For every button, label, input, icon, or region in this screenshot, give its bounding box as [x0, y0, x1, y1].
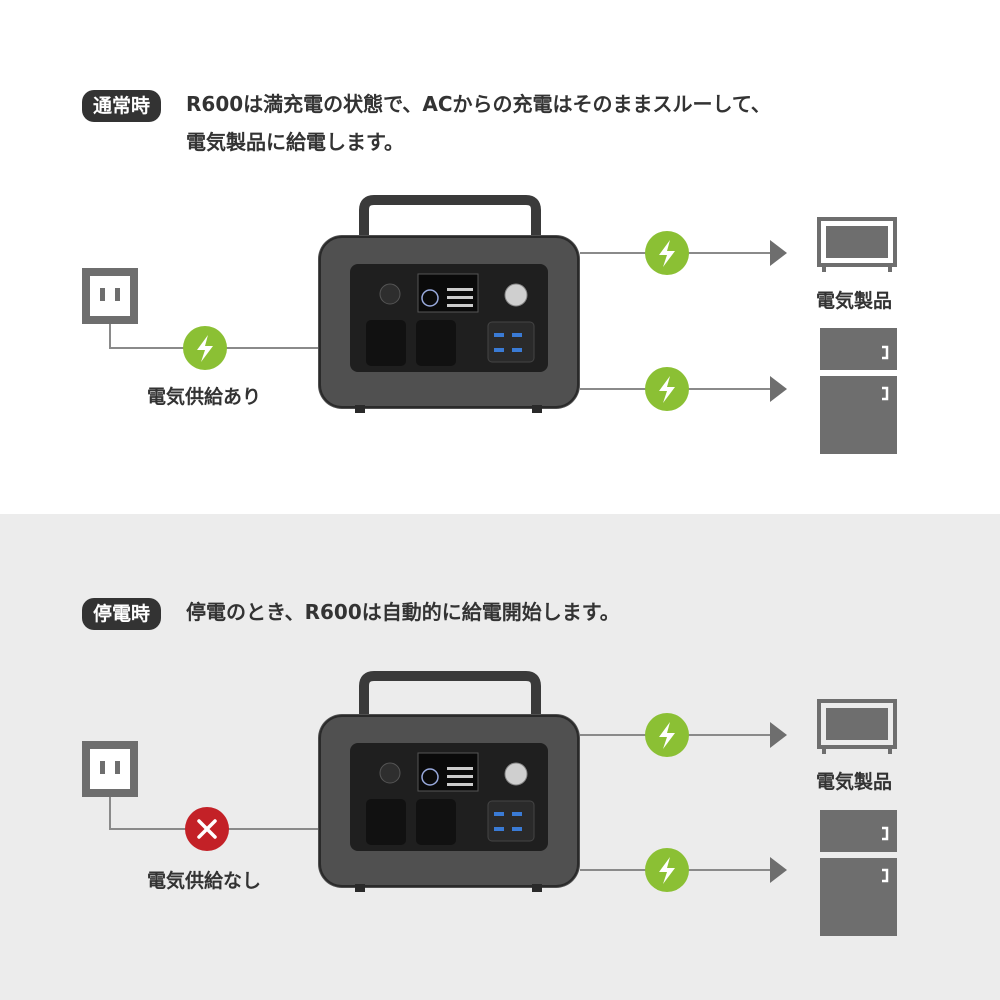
- lightning-bolt-icon: [183, 326, 227, 370]
- normal-appliance-label: 電気製品: [816, 290, 893, 312]
- tv-icon: [817, 217, 897, 272]
- outage-description-line1: 停電のとき、R600は自動的に給電開始します。: [186, 600, 620, 624]
- refrigerator-icon: [820, 328, 897, 454]
- outage-supply-label: 電気供給なし: [147, 870, 262, 892]
- lightning-bolt-icon: [645, 231, 689, 275]
- power-station-image: [318, 671, 580, 892]
- lightning-bolt-icon: [645, 848, 689, 892]
- input-line: [109, 797, 320, 830]
- x-mark-icon: [185, 807, 229, 851]
- arrow-right-icon: [770, 722, 787, 748]
- outage-section: 停電時 停電のとき、R600は自動的に給電開始します。: [0, 514, 1000, 1000]
- normal-badge: 通常時: [82, 90, 162, 122]
- normal-supply-label: 電気供給あり: [147, 386, 262, 408]
- tv-icon: [817, 699, 897, 754]
- outage-appliance-label: 電気製品: [816, 771, 893, 793]
- power-station-image: [318, 195, 580, 413]
- wall-outlet-icon: [82, 268, 138, 324]
- normal-description-line1: R600は満充電の状態で、ACからの充電はそのままスルーして、: [186, 92, 771, 116]
- normal-description-line2: 電気製品に給電します。: [186, 130, 404, 154]
- outage-badge: 停電時: [82, 598, 162, 630]
- wall-outlet-icon: [82, 741, 138, 797]
- outage-diagram: [82, 671, 897, 936]
- normal-diagram: [82, 195, 897, 454]
- lightning-bolt-icon: [645, 367, 689, 411]
- arrow-right-icon: [770, 857, 787, 883]
- arrow-right-icon: [770, 376, 787, 402]
- refrigerator-icon: [820, 810, 897, 936]
- lightning-bolt-icon: [645, 713, 689, 757]
- arrow-right-icon: [770, 240, 787, 266]
- normal-section: 通常時 R600は満充電の状態で、ACからの充電はそのままスルーして、 電気製品…: [82, 90, 897, 454]
- input-line: [109, 324, 320, 349]
